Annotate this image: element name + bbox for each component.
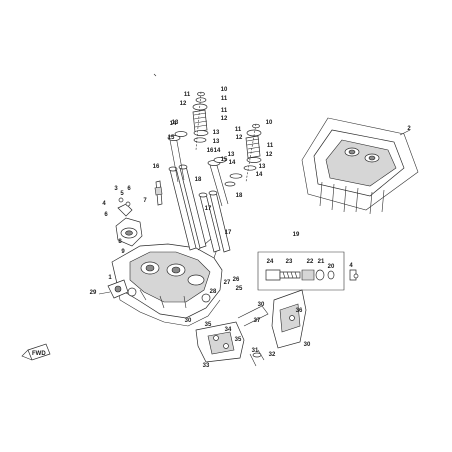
callout-5: 5 bbox=[120, 191, 124, 197]
camshafts bbox=[168, 164, 231, 253]
callout-13: 13 bbox=[213, 139, 220, 145]
callout-20: 20 bbox=[328, 264, 335, 270]
callout-26: 26 bbox=[233, 277, 240, 283]
corner-tick-mark bbox=[153, 73, 157, 77]
callout-15: 15 bbox=[168, 135, 175, 141]
callout-18: 18 bbox=[236, 193, 243, 199]
callout-7: 7 bbox=[143, 198, 147, 204]
callout-number-layer: 1234456678910101111111111121212121313131… bbox=[90, 87, 412, 369]
tensioner-assembly bbox=[257, 251, 359, 291]
callout-13: 13 bbox=[172, 120, 179, 126]
callout-11: 11 bbox=[235, 127, 242, 133]
callout-30: 30 bbox=[304, 342, 311, 348]
forward-label: FWD bbox=[32, 351, 46, 357]
callout-13: 13 bbox=[228, 152, 235, 158]
callout-14: 14 bbox=[214, 148, 221, 154]
callout-10: 10 bbox=[266, 120, 273, 126]
callout-16: 16 bbox=[153, 164, 160, 170]
callout-14: 14 bbox=[256, 172, 263, 178]
oil-pump-assembly-left bbox=[195, 305, 269, 363]
callout-11: 11 bbox=[184, 92, 191, 98]
callout-6: 6 bbox=[127, 186, 131, 192]
callout-21: 21 bbox=[318, 259, 325, 265]
callout-30: 30 bbox=[258, 302, 265, 308]
callout-4: 4 bbox=[349, 263, 353, 269]
callout-11: 11 bbox=[221, 96, 228, 102]
callout-15: 15 bbox=[221, 157, 228, 163]
callout-32: 32 bbox=[269, 352, 276, 358]
callout-17: 17 bbox=[225, 230, 232, 236]
callout-2: 2 bbox=[407, 126, 411, 132]
cylinder-head-body bbox=[111, 237, 223, 327]
callout-11: 11 bbox=[221, 108, 228, 114]
callout-33: 33 bbox=[203, 363, 210, 369]
spark-plug bbox=[154, 180, 163, 206]
callout-10: 10 bbox=[221, 87, 228, 93]
callout-25: 25 bbox=[236, 286, 243, 292]
callout-9: 9 bbox=[121, 249, 125, 255]
callout-35: 35 bbox=[235, 337, 242, 343]
callout-28: 28 bbox=[210, 289, 217, 295]
callout-8: 8 bbox=[118, 239, 122, 245]
alignment-lines bbox=[195, 91, 257, 183]
temperature-sensor bbox=[98, 279, 129, 299]
spark-plug-housing bbox=[115, 197, 143, 247]
callout-14: 14 bbox=[229, 160, 236, 166]
callout-6: 6 bbox=[104, 212, 108, 218]
callout-29: 29 bbox=[90, 290, 97, 296]
callout-19: 19 bbox=[293, 232, 300, 238]
assembled-head-inset bbox=[301, 117, 419, 215]
callout-13: 13 bbox=[213, 130, 220, 136]
callout-16: 16 bbox=[207, 148, 214, 154]
valve-stack-right bbox=[207, 123, 262, 207]
callout-34: 34 bbox=[225, 327, 232, 333]
callout-13: 13 bbox=[259, 164, 266, 170]
callout-12: 12 bbox=[221, 116, 228, 122]
callout-36: 36 bbox=[296, 308, 303, 314]
callout-12: 12 bbox=[266, 152, 273, 158]
callout-3: 3 bbox=[114, 186, 118, 192]
callout-31: 31 bbox=[252, 348, 259, 354]
callout-24: 24 bbox=[267, 259, 274, 265]
callout-11: 11 bbox=[267, 143, 274, 149]
callout-4: 4 bbox=[102, 201, 106, 207]
callout-1: 1 bbox=[108, 275, 112, 281]
callout-22: 22 bbox=[307, 259, 314, 265]
callout-14: 14 bbox=[170, 121, 177, 127]
callout-12: 12 bbox=[236, 135, 243, 141]
oil-pump-assembly-right bbox=[249, 289, 307, 367]
callout-27: 27 bbox=[224, 280, 231, 286]
callout-12: 12 bbox=[180, 101, 187, 107]
callout-30: 30 bbox=[185, 318, 192, 324]
callout-23: 23 bbox=[286, 259, 293, 265]
callout-18: 18 bbox=[195, 177, 202, 183]
callout-17: 17 bbox=[205, 206, 212, 212]
callout-35: 35 bbox=[205, 322, 212, 328]
callout-37: 37 bbox=[254, 318, 261, 324]
forward-direction-arrow: FWD bbox=[21, 343, 51, 361]
